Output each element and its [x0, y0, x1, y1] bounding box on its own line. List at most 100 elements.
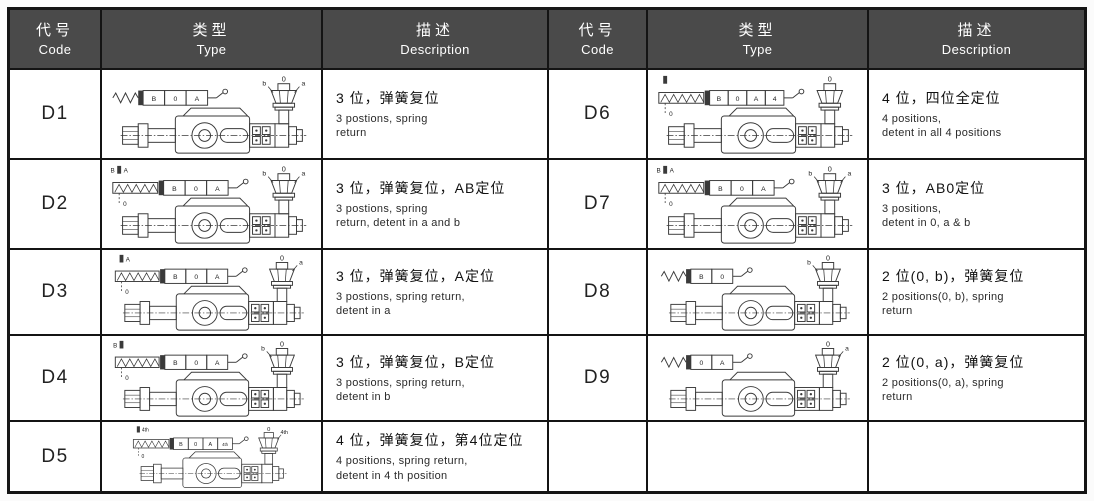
desc-cell: 2 位(0, a)，弹簧复位 2 positions(0, a), spring… — [869, 336, 1084, 420]
code-label: D9 — [583, 367, 612, 388]
code-cell: D6 — [549, 70, 646, 158]
desc-en: 3 postions, spring return — [336, 112, 428, 139]
svg-text:B: B — [173, 274, 178, 281]
desc-zh: 4 位，弹簧复位，第4位定位 — [336, 432, 524, 449]
header-code-left: 代号 Code — [10, 10, 100, 68]
desc-cell: 4 位，四位全定位 4 positions, detent in all 4 p… — [869, 70, 1084, 158]
svg-text:A: A — [195, 96, 200, 103]
svg-text:0: 0 — [720, 274, 724, 281]
svg-text:0: 0 — [699, 360, 703, 367]
svg-text:0: 0 — [194, 186, 198, 193]
code-label: D6 — [583, 103, 612, 124]
desc-cell: 3 位，AB0定位 3 positions, detent in 0, a & … — [869, 160, 1084, 248]
desc-cell: 2 位(0, b)，弹簧复位 2 positions(0, b), spring… — [869, 250, 1084, 334]
svg-text:0: 0 — [194, 360, 198, 367]
code-cell: D5 — [10, 422, 100, 491]
svg-text:0: 0 — [173, 96, 177, 103]
svg-text:A: A — [209, 442, 213, 448]
svg-text:0: 0 — [740, 186, 744, 193]
type-cell — [648, 422, 867, 491]
code-cell: D4 — [10, 336, 100, 420]
svg-text:a: a — [845, 345, 849, 352]
desc-cell: 3 位，弹簧复位 3 postions, spring return — [323, 70, 547, 158]
svg-text:A: A — [126, 257, 131, 264]
code-label: D5 — [41, 445, 69, 467]
svg-text:0: 0 — [267, 427, 270, 433]
svg-text:B: B — [718, 186, 723, 193]
svg-text:0: 0 — [826, 341, 830, 349]
header-type-en: Type — [742, 42, 773, 58]
code-cell: D3 — [10, 250, 100, 334]
desc-zh: 2 位(0, a)，弹簧复位 — [882, 353, 1025, 370]
svg-text:A: A — [215, 360, 220, 367]
code-label: D2 — [41, 193, 69, 214]
valve-code-table: 代号 Code 类型 Type 描述 Description 代号 Code 类… — [7, 7, 1087, 494]
code-label: D8 — [583, 281, 612, 302]
svg-text:B: B — [699, 274, 704, 281]
desc-cell: 3 位，弹簧复位，AB定位 3 postions, spring return,… — [323, 160, 547, 248]
valve-type-diagram: B 0 0 b — [660, 255, 850, 331]
svg-text:0: 0 — [194, 442, 197, 448]
svg-text:0: 0 — [828, 75, 832, 84]
svg-text:A: A — [215, 186, 220, 193]
code-cell: D8 — [549, 250, 646, 334]
desc-cell — [869, 422, 1084, 491]
type-cell: B 0 0 b — [648, 250, 867, 334]
code-cell: D9 — [549, 336, 646, 420]
header-type-zh: 类型 — [192, 22, 231, 40]
svg-text:0: 0 — [123, 201, 127, 208]
desc-zh: 3 位，弹簧复位，A定位 — [336, 267, 496, 284]
desc-cell: 3 位，弹簧复位，A定位 3 postions, spring return, … — [323, 250, 547, 334]
header-code-en: Code — [581, 42, 614, 58]
code-label: D7 — [583, 193, 612, 214]
desc-en: 4 positions, detent in all 4 positions — [882, 112, 1002, 139]
svg-text:0: 0 — [828, 165, 832, 174]
svg-text:0: 0 — [280, 341, 284, 349]
header-desc-right: 描述 Description — [869, 10, 1084, 68]
header-desc-zh: 描述 — [957, 22, 996, 40]
svg-text:b: b — [262, 171, 266, 178]
svg-text:0: 0 — [826, 255, 830, 263]
desc-zh: 3 位，弹簧复位，AB定位 — [336, 179, 506, 196]
code-label: D1 — [41, 103, 69, 124]
header-type-zh: 类型 — [738, 22, 777, 40]
svg-text:a: a — [847, 171, 851, 178]
svg-text:a: a — [299, 259, 303, 266]
header-desc-en: Description — [941, 42, 1012, 58]
svg-text:A: A — [761, 186, 766, 193]
code-cell: D2 — [10, 160, 100, 248]
header-type-en: Type — [196, 42, 227, 58]
svg-text:A: A — [720, 360, 725, 367]
svg-text:0: 0 — [141, 454, 144, 460]
svg-text:b: b — [261, 345, 265, 352]
code-cell — [549, 422, 646, 491]
desc-zh: 3 位，AB0定位 — [882, 179, 986, 196]
code-label: D3 — [41, 281, 69, 302]
desc-en: 3 postions, spring return, detent in b — [336, 376, 465, 403]
svg-text:a: a — [301, 171, 305, 178]
svg-text:b: b — [807, 259, 811, 266]
svg-text:A: A — [215, 274, 220, 281]
svg-text:0: 0 — [669, 111, 673, 118]
header-type-right: 类型 Type — [648, 10, 867, 68]
desc-zh: 3 位，弹簧复位，B定位 — [336, 353, 496, 370]
code-cell: D7 — [549, 160, 646, 248]
code-cell: D1 — [10, 70, 100, 158]
svg-text:b: b — [808, 171, 812, 178]
header-code-zh: 代号 — [578, 22, 617, 40]
svg-text:4: 4 — [773, 96, 777, 103]
svg-text:B: B — [717, 96, 722, 103]
header-desc-left: 描述 Description — [323, 10, 547, 68]
header-type-left: 类型 Type — [102, 10, 321, 68]
svg-text:4th: 4th — [222, 442, 229, 447]
svg-text:B: B — [173, 360, 178, 367]
